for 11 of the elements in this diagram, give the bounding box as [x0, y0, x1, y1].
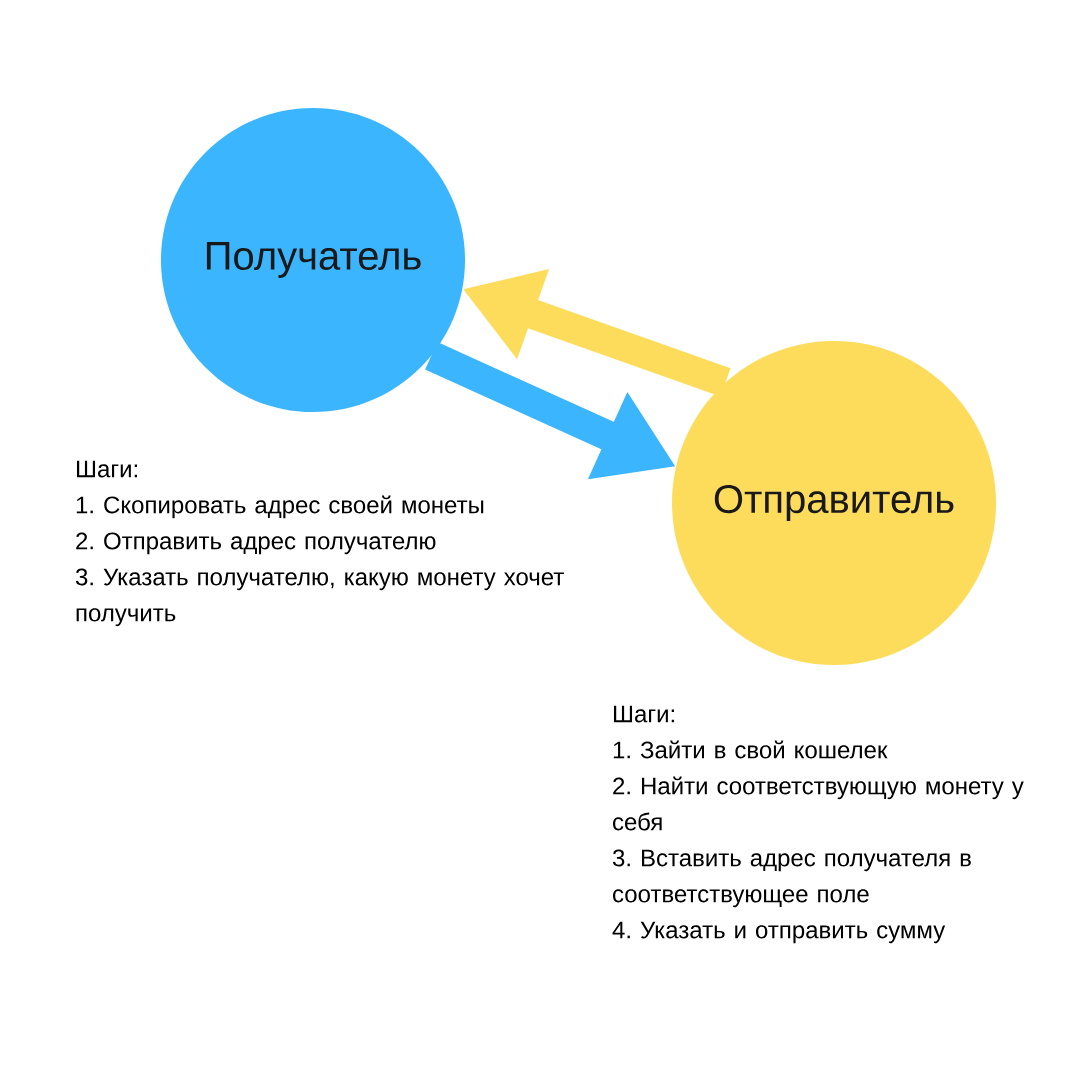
- step-text: 1. Скопировать адрес своей монеты: [76, 495, 484, 519]
- step-text: 4. Указать и отправить сумму: [612, 921, 946, 944]
- step-text: Шаги:: [77, 460, 137, 478]
- step-text: Шаги:: [614, 705, 674, 723]
- step-text: 2. Отправить адрес получателю: [76, 532, 436, 555]
- step-text: 3. Указать получателю, какую монету хочет получить: [75, 568, 564, 627]
- step-text: 2. Найти соответствующую монету у себя: [613, 776, 1024, 831]
- circle-node: Получатель: [161, 108, 465, 412]
- step-text: 1. Зайти в свой кошелек: [613, 740, 888, 759]
- circle-node: Отправитель: [672, 341, 996, 665]
- step-text: 3. Вставить адрес получателя в соответствующее поле: [612, 849, 971, 908]
